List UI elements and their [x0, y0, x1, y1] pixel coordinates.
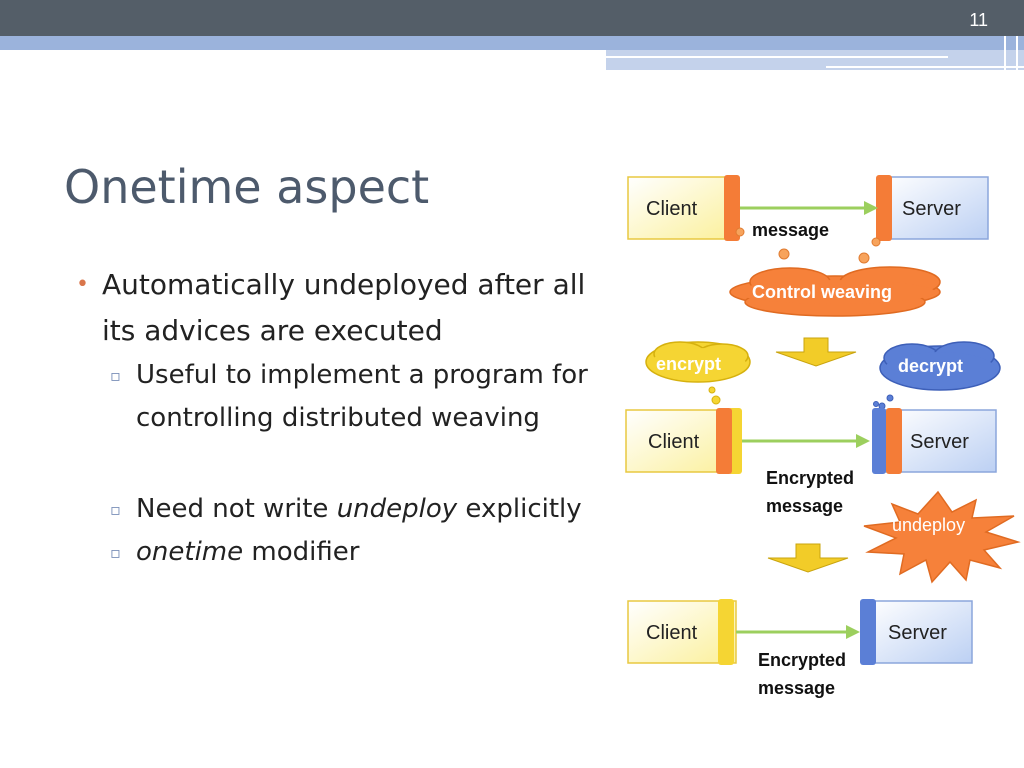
aspect-marker — [718, 599, 734, 665]
sub-bullet-item: ▫ Need not write undeploy explicitly — [110, 488, 636, 531]
sub-bullet-item: ▫ onetime modifier — [110, 531, 636, 574]
page-number: 11 — [969, 10, 988, 30]
server-box — [867, 600, 973, 664]
message-label-line: Encrypted — [766, 468, 855, 488]
slide-title: Onetime aspect — [64, 160, 430, 214]
message-label-line: message — [766, 496, 844, 516]
bullet-dot-icon: • — [76, 272, 89, 297]
square-bullet-icon: ▫ — [110, 543, 121, 562]
bullet-item: • Automatically undeployed after all its… — [76, 262, 636, 354]
message-label: message — [752, 220, 830, 240]
aspect-marker — [876, 175, 892, 241]
client-label: Client — [648, 431, 700, 453]
message-label-line: Encrypted — [758, 650, 847, 670]
sub-bullet-text: Need not write undeploy explicitly — [136, 488, 616, 531]
decorative-vline — [1016, 36, 1018, 70]
encrypted-message-label: Encrypted message — [758, 646, 846, 702]
sub-bullet-item: ▫ Useful to implement a program for cont… — [110, 354, 636, 440]
weaving-diagram: Client Server message Control weaving en… — [600, 150, 1024, 750]
text-emphasis: onetime — [136, 537, 244, 567]
message-arrow-head — [864, 201, 878, 215]
text-run: explicitly — [457, 494, 582, 524]
aspect-marker — [716, 408, 732, 474]
decorative-line — [826, 66, 1024, 68]
text-emphasis: undeploy — [336, 494, 458, 524]
aspect-marker — [724, 175, 740, 241]
client-label: Client — [646, 622, 698, 644]
square-bullet-icon: ▫ — [110, 366, 121, 385]
encrypt-label: encrypt — [656, 354, 722, 374]
header-accent-band-secondary — [606, 50, 1024, 70]
server-label: Server — [910, 431, 969, 453]
down-arrow-icon — [767, 543, 849, 573]
sub-bullet-text: onetime modifier — [136, 531, 616, 574]
aspect-marker — [860, 599, 876, 665]
undeploy-burst — [863, 490, 1021, 584]
header-bar — [0, 0, 1024, 36]
message-label-line: message — [758, 678, 836, 698]
aspect-marker — [872, 408, 886, 474]
text-run: modifier — [243, 537, 360, 567]
down-arrow-icon — [775, 337, 857, 367]
aspect-marker — [886, 408, 902, 474]
undeploy-label: undeploy — [892, 515, 966, 535]
message-arrow-head — [856, 434, 870, 448]
server-label: Server — [888, 622, 947, 644]
server-box — [883, 409, 997, 473]
decorative-line — [606, 56, 948, 58]
bullet-list: • Automatically undeployed after all its… — [76, 262, 636, 574]
message-arrow-head — [846, 625, 860, 639]
client-label: Client — [646, 198, 698, 220]
control-weaving-label: Control weaving — [752, 282, 893, 302]
encrypted-message-label: Encrypted message — [766, 464, 854, 520]
text-run: Need not write — [136, 494, 337, 524]
diagram-graphics — [625, 175, 1021, 665]
square-bullet-icon: ▫ — [110, 500, 121, 519]
server-box — [879, 176, 989, 240]
server-label: Server — [902, 198, 961, 220]
bullet-text: Automatically undeployed after all its a… — [102, 268, 586, 347]
decrypt-label: decrypt — [898, 356, 964, 376]
sub-bullet-text: Useful to implement a program for contro… — [136, 360, 588, 433]
decorative-vline — [1004, 36, 1006, 70]
header-accent-band — [0, 36, 1024, 50]
